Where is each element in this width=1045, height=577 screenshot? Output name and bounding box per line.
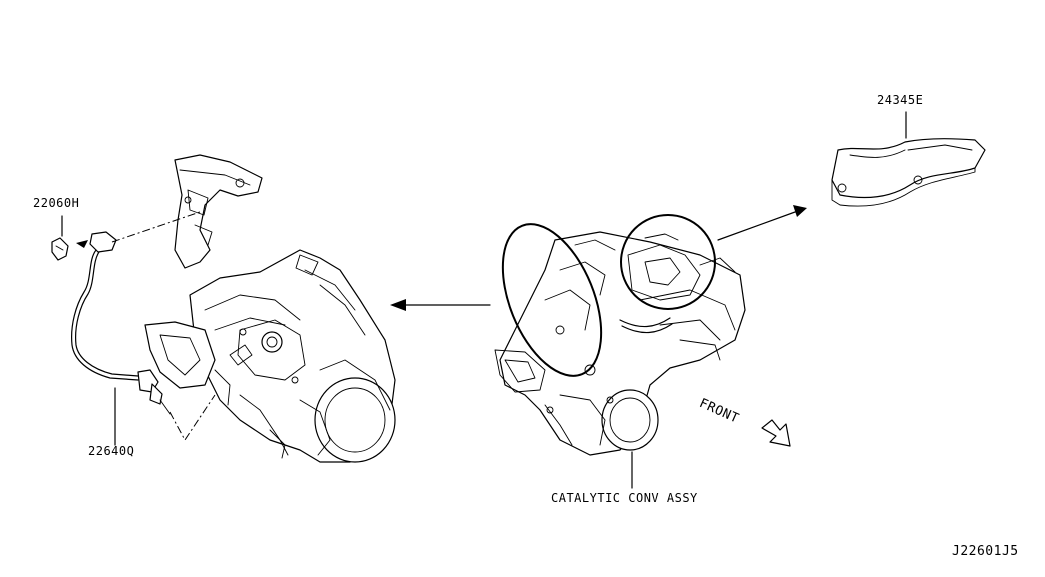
oxygen-sensor-label: 22640Q bbox=[88, 444, 135, 458]
clamp-label: 22060H bbox=[33, 196, 80, 210]
heat-insulator-part bbox=[831, 111, 986, 207]
drawing-code: J22601J5 bbox=[952, 544, 1019, 559]
front-arrow bbox=[761, 419, 791, 447]
engine-overview bbox=[494, 214, 746, 489]
heat-insulator-label: 24345E bbox=[877, 93, 924, 107]
arrow-up-right bbox=[717, 205, 807, 241]
clamp-part bbox=[51, 211, 201, 261]
oxygen-sensor-part bbox=[71, 249, 216, 446]
catalytic-converter-label: CATALYTIC CONV ASSY bbox=[551, 491, 698, 505]
arrow-left bbox=[390, 299, 491, 311]
catalytic-converter-detail bbox=[144, 154, 396, 463]
